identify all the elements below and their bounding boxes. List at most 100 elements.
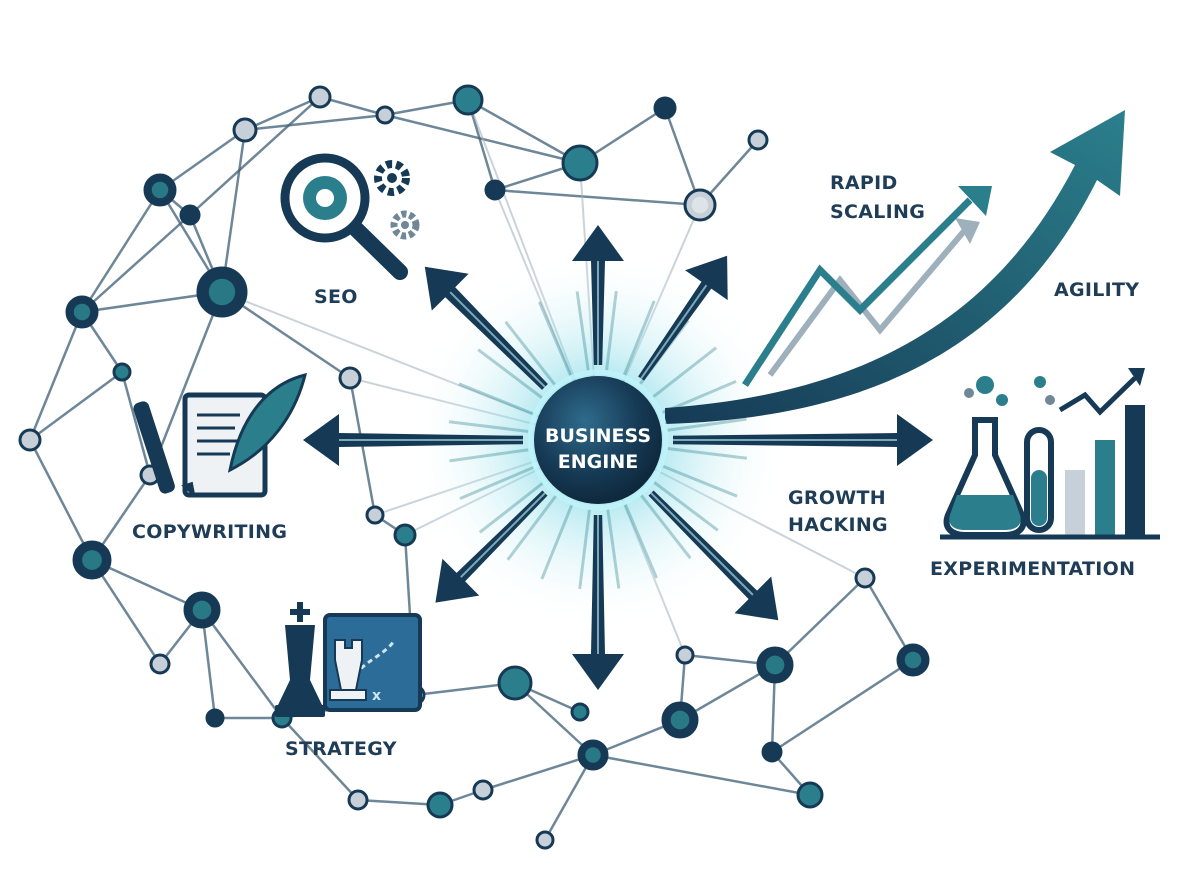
glow-ray	[606, 509, 621, 589]
network-edge	[466, 99, 497, 191]
network-node	[18, 428, 42, 452]
network-node	[338, 366, 362, 390]
chess-king-icon	[275, 602, 325, 717]
glow-ray	[448, 420, 529, 433]
network-edge	[28, 311, 84, 441]
network-edge	[494, 188, 701, 207]
network-node	[796, 781, 824, 809]
network-edge	[467, 98, 581, 165]
radial-arrows	[303, 225, 933, 690]
network-node	[683, 188, 717, 222]
magnifier-gear-icon	[280, 153, 408, 280]
glow-ray	[622, 300, 656, 376]
network-node	[561, 144, 599, 182]
glow-ray	[667, 417, 747, 432]
chess-rook-icon	[329, 639, 367, 701]
network-node	[426, 791, 454, 819]
network-node	[472, 779, 494, 801]
network-node	[179, 204, 201, 226]
network-node	[149, 653, 171, 675]
network-node	[72, 540, 112, 580]
label-rapid-line1: RAPID	[830, 172, 898, 194]
network-node	[653, 96, 677, 120]
network-node	[675, 645, 695, 665]
network-node	[308, 85, 332, 109]
network-edge	[482, 753, 594, 792]
network-edge	[120, 371, 152, 476]
network-edge	[592, 753, 811, 797]
label-agility: AGILITY	[1054, 279, 1139, 301]
network-edge	[200, 609, 284, 719]
glow-ray	[652, 346, 718, 399]
network-edge	[663, 107, 702, 206]
network-edge	[221, 290, 351, 380]
label-growth-line2: HACKING	[788, 514, 888, 536]
network-edge	[244, 113, 386, 132]
network-edge	[28, 439, 94, 561]
glow-ray	[459, 465, 535, 500]
glow-ray	[605, 290, 618, 371]
glow-ray	[477, 348, 543, 400]
engine-orb-ring	[527, 369, 669, 511]
glow-ray	[538, 301, 573, 377]
glow-ray	[578, 509, 591, 590]
glow-ray	[623, 503, 658, 579]
trend-arrow-icon	[1058, 368, 1145, 416]
network-node	[570, 702, 590, 722]
network-node	[661, 701, 699, 739]
engine-orb	[534, 376, 662, 504]
network-edge	[514, 682, 594, 756]
network-node	[205, 708, 225, 728]
network-node	[112, 362, 132, 382]
network-node	[854, 567, 876, 589]
network-edge	[81, 214, 191, 313]
network-edge	[189, 96, 321, 216]
network-node	[183, 591, 221, 629]
arrow-streak	[650, 492, 754, 596]
glow-ray	[504, 320, 557, 386]
network-edge	[220, 129, 247, 293]
network-edge	[91, 558, 203, 612]
glow-ray	[449, 448, 529, 463]
gear-icon	[374, 160, 410, 196]
teal-trend-arrowhead	[958, 186, 992, 216]
network-node	[756, 646, 794, 684]
network-node	[65, 295, 99, 329]
network-node	[896, 643, 930, 677]
network-node	[761, 741, 783, 763]
network-node	[497, 665, 533, 701]
growth-arrow	[665, 110, 1125, 424]
label-seo: SEO	[314, 286, 358, 308]
label-copywriting: COPYWRITING	[132, 521, 287, 543]
label-strategy: STRATEGY	[285, 738, 397, 760]
network-edge	[771, 658, 914, 754]
flask-icon	[943, 376, 1027, 538]
teal-trend-arrow	[742, 197, 973, 387]
engine-label-line1: BUSINESS	[545, 425, 651, 447]
network-node	[535, 830, 555, 850]
network-edge	[90, 559, 162, 665]
network-edge	[281, 717, 359, 801]
network-edge	[357, 798, 441, 807]
network-edge	[543, 754, 595, 841]
label-growth-line1: GROWTH	[788, 487, 886, 509]
glow-ray	[653, 480, 719, 532]
glow-ray	[458, 382, 534, 416]
network-node	[484, 179, 506, 201]
rapid-scaling-arrows	[742, 186, 992, 387]
gray-trend-arrow	[767, 228, 968, 377]
glow-ray	[540, 504, 574, 580]
label-experimentation: EXPERIMENTATION	[930, 558, 1135, 580]
network-node	[365, 505, 385, 525]
glow-ray	[506, 495, 558, 561]
arrow-streak	[640, 284, 708, 380]
network-node	[393, 523, 417, 547]
network-edge	[80, 189, 162, 313]
svg-text:x: x	[372, 688, 381, 704]
glow-ray	[662, 464, 738, 498]
network-node	[196, 266, 248, 318]
glow-ray	[575, 291, 590, 371]
network-node	[747, 129, 769, 151]
network-node	[347, 789, 369, 811]
